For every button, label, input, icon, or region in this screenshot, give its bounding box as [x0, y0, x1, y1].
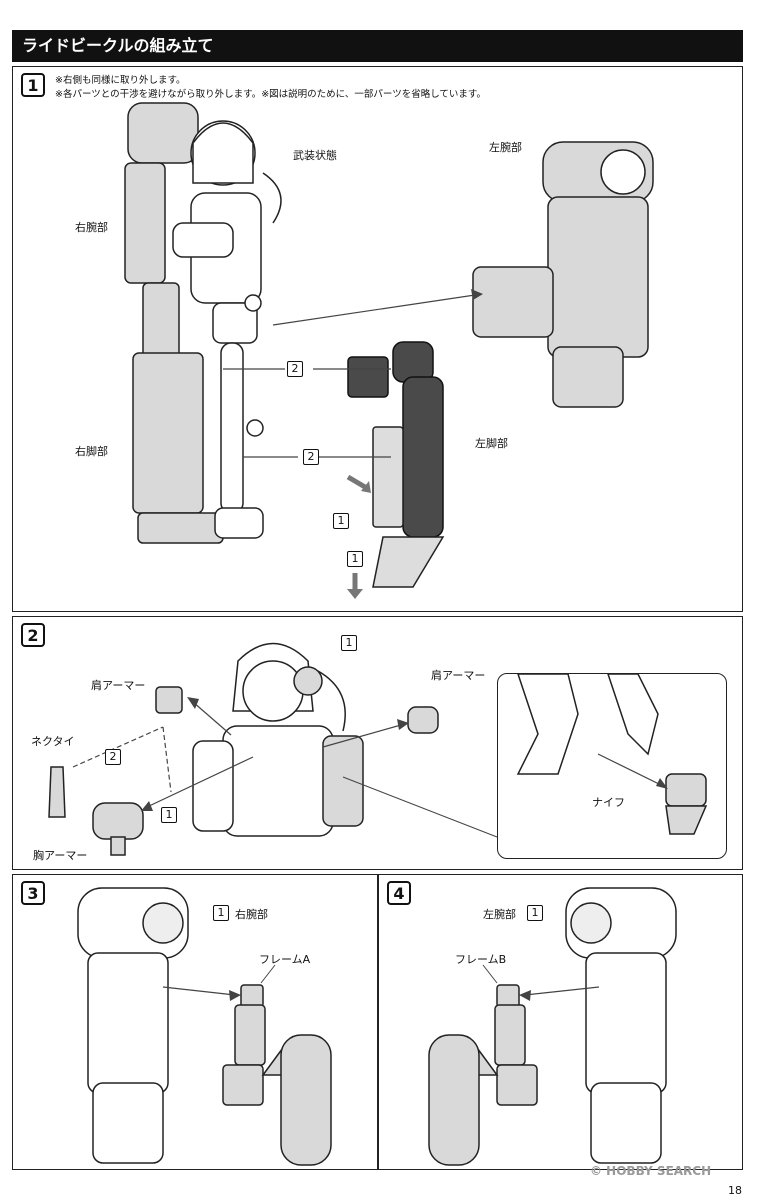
step3-number: 3	[21, 881, 45, 905]
label-frame-a: フレームA	[259, 953, 311, 966]
frame-a-part-illustration	[162, 964, 332, 1166]
section-title: ライドビークルの組み立て	[12, 30, 743, 62]
right-arm-part-illustration	[77, 887, 189, 1164]
step2-panel: 2 1 肩アーマー 肩アーマー ネクタイ 胸アーマー	[12, 616, 743, 870]
step4-subref-1: 1	[527, 905, 543, 921]
left-leg-part-illustration	[347, 341, 445, 588]
label-necktie: ネクタイ	[31, 735, 75, 748]
bust-figure-illustration	[192, 642, 364, 837]
armed-figure-illustration	[124, 102, 282, 544]
label-knife: ナイフ	[592, 796, 625, 809]
step1-number: 1	[21, 73, 45, 97]
step1-subref-2a: 2	[287, 361, 303, 377]
label-right-arm: 右腕部	[75, 221, 108, 234]
step1-subref-1a: 1	[333, 513, 349, 529]
step3-subref-1: 1	[213, 905, 229, 921]
label-chest-armor: 胸アーマー	[33, 849, 88, 862]
label-shoulder-armor-right: 肩アーマー	[431, 669, 486, 682]
label-armed-state: 武装状態	[293, 149, 337, 162]
label-left-arm: 左腕部	[489, 141, 522, 154]
step2-subref-1-top: 1	[341, 635, 357, 651]
step1-subref-1b: 1	[347, 551, 363, 567]
label-step4-left-arm: 左腕部	[483, 908, 516, 921]
step2-number: 2	[21, 623, 45, 647]
label-step3-right-arm: 右腕部	[235, 908, 268, 921]
step2-subref-1: 1	[161, 807, 177, 823]
watermark: © HOBBY SEARCH	[590, 1164, 712, 1178]
knife-detail-inset: ナイフ	[497, 673, 727, 859]
left-arm-part-illustration-step4	[565, 887, 677, 1164]
step1-panel: 1 ※右側も同様に取り外します。 ※各パーツとの干渉を避けながら取り外します。※…	[12, 66, 743, 612]
label-right-leg: 右脚部	[75, 445, 108, 458]
knife-detail-illustration	[516, 673, 708, 835]
page-number: 18	[728, 1184, 742, 1197]
label-shoulder-armor-left: 肩アーマー	[91, 679, 146, 692]
step4-panel: 4 左腕部 1 フレームB	[378, 874, 743, 1170]
label-left-leg: 左脚部	[475, 437, 508, 450]
frame-b-part-illustration	[428, 964, 600, 1166]
left-arm-part-illustration	[472, 141, 654, 408]
step2-parts	[48, 686, 498, 856]
step2-subref-2: 2	[105, 749, 121, 765]
step3-panel: 3 1 右腕部 フレームA	[12, 874, 378, 1170]
step4-number: 4	[387, 881, 411, 905]
step1-arrows	[223, 289, 483, 599]
step1-subref-2b: 2	[303, 449, 319, 465]
step1-note-2: ※各パーツとの干渉を避けながら取り外します。※図は説明のために、一部パーツを省略…	[55, 89, 486, 100]
step1-note-1: ※右側も同様に取り外します。	[55, 75, 186, 86]
label-frame-b: フレームB	[455, 953, 507, 966]
